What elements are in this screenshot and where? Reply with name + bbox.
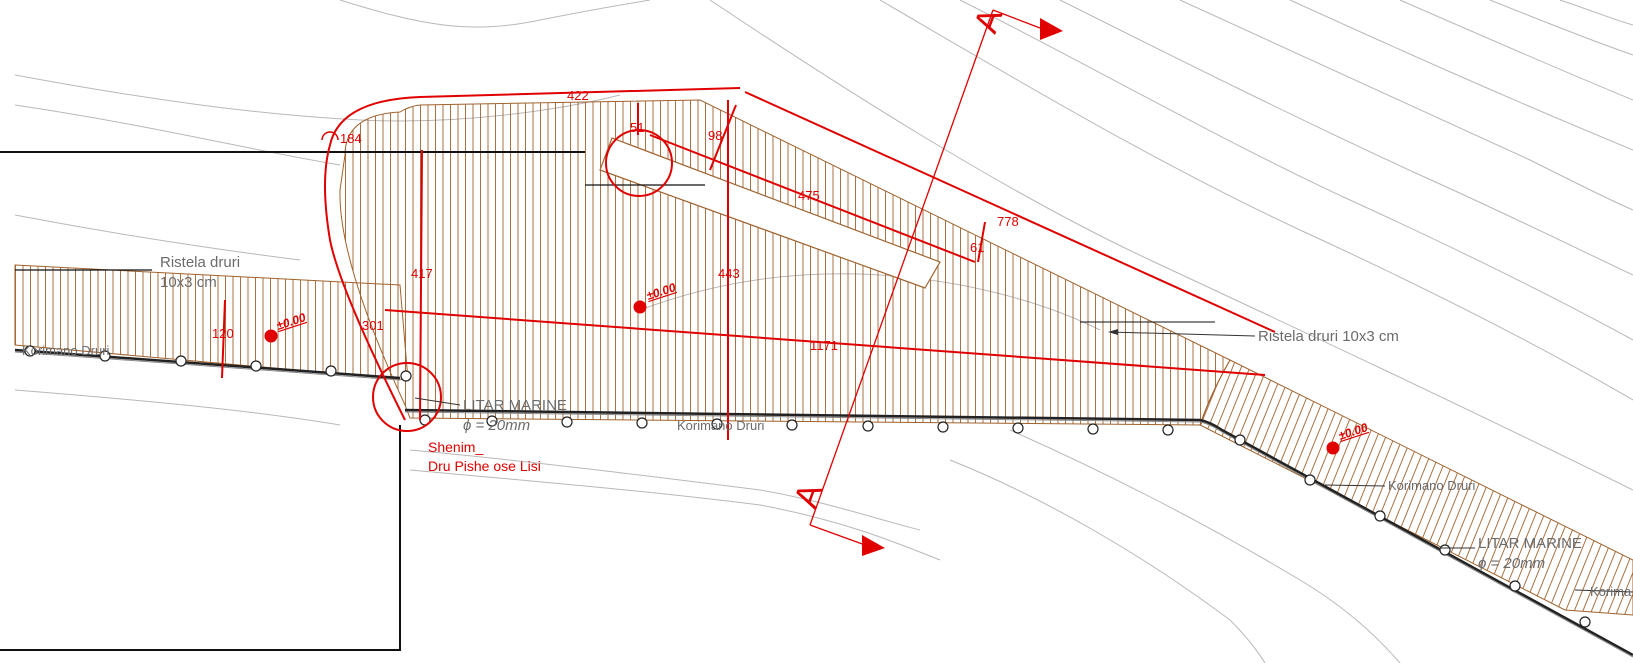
annotations: Ristela druri 10x3 cm Ristela druri 10x3… xyxy=(22,254,1632,599)
post xyxy=(636,417,648,429)
post xyxy=(325,365,337,377)
post xyxy=(1374,510,1386,522)
deck-surface xyxy=(14,99,1633,616)
post xyxy=(711,418,723,430)
site-boundary xyxy=(0,151,1215,651)
post xyxy=(937,421,949,433)
main-platform xyxy=(339,99,1231,426)
dim-diagonal-width: 301 xyxy=(362,318,384,333)
label-litar-center: LITAR MARINE xyxy=(463,397,567,414)
label-litar-right-dia: ϕ = 20mm xyxy=(1478,555,1545,572)
section-arrow-top xyxy=(1040,18,1063,40)
post xyxy=(1439,544,1451,556)
rope-line-inner xyxy=(14,351,1633,658)
rope-posts xyxy=(24,345,1591,628)
post xyxy=(175,355,187,367)
dim-left-width: 417 xyxy=(411,266,433,281)
level-marker-icon xyxy=(633,300,647,314)
label-korimano-center: Korimano Druri xyxy=(677,418,765,433)
terrain-contours xyxy=(14,0,1633,663)
dimension-labels: 422 184 51 98 475 778 61 417 443 301 117… xyxy=(212,88,1019,353)
post xyxy=(862,420,874,432)
post xyxy=(1509,580,1521,592)
note-text: Dru Pishe ose Lisi xyxy=(428,458,541,474)
label-litar-center-dia: ϕ = 20mm xyxy=(463,417,530,434)
deck-opening xyxy=(599,137,941,289)
post xyxy=(1579,616,1591,628)
post xyxy=(24,345,36,357)
label-ristela-right: Ristela druri 10x3 cm xyxy=(1258,328,1399,345)
dim-opening-end: 61 xyxy=(970,240,984,255)
dim-walkway-width: 120 xyxy=(212,326,234,341)
dim-opening-width: 51 xyxy=(630,120,644,135)
dim-opening-offset: 98 xyxy=(708,128,722,143)
label-korimano-edge: Korima xyxy=(1590,584,1632,599)
label-korimano-left: Korimano Druri xyxy=(22,343,110,358)
dim-outer-edge: 778 xyxy=(997,214,1019,229)
section-arrow-bottom xyxy=(862,535,885,556)
post xyxy=(250,360,262,372)
section-line-a xyxy=(809,9,1041,546)
label-ristela-left-2: 10x3 cm xyxy=(160,274,217,291)
note-title: Shenim_ xyxy=(428,439,483,455)
post xyxy=(561,416,573,428)
post xyxy=(1162,424,1174,436)
post xyxy=(1304,474,1316,486)
label-korimano-right: Korimano Druri xyxy=(1388,478,1476,493)
post xyxy=(1012,422,1024,434)
level-marker-icon xyxy=(264,329,278,343)
post xyxy=(400,370,412,382)
label-ristela-left-1: Ristela druri xyxy=(160,254,240,271)
dimension-lines xyxy=(221,87,1276,440)
dim-top-length: 422 xyxy=(567,88,589,103)
post xyxy=(786,419,798,431)
post xyxy=(486,415,498,427)
section-mark-bottom: A xyxy=(787,478,831,513)
post xyxy=(1087,423,1099,435)
leader-arrow xyxy=(1108,329,1118,335)
arc-radius-icon xyxy=(321,131,339,141)
label-litar-right: LITAR MARINE xyxy=(1478,535,1582,552)
dim-total-length: 1171 xyxy=(810,338,838,353)
dim-arc-radius: 184 xyxy=(340,131,362,146)
leaders xyxy=(414,331,1633,593)
dim-center-width: 443 xyxy=(718,266,740,281)
dim-opening-length: 475 xyxy=(798,188,820,203)
level-marker-icon xyxy=(1326,441,1340,455)
post xyxy=(1234,434,1246,446)
section-mark-top: A xyxy=(967,3,1011,38)
post xyxy=(99,350,111,362)
